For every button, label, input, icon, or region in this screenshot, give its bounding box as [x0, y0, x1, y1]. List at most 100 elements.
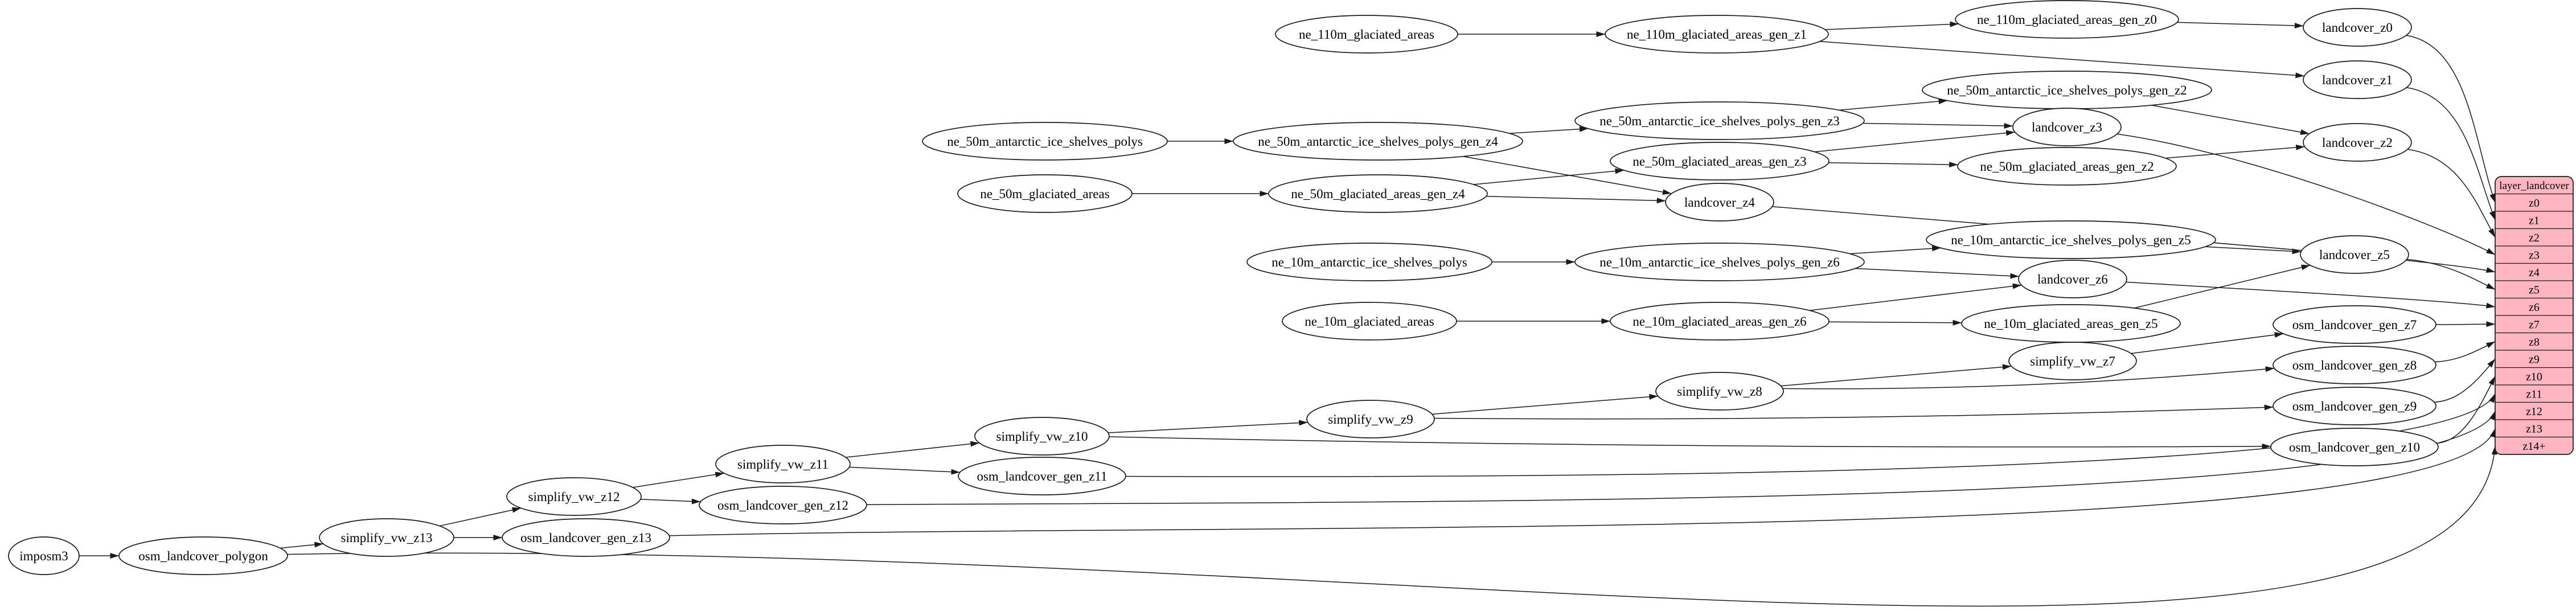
node-label-simplify-vw-z13: simplify_vw_z13 — [341, 531, 433, 545]
edge-simplify-vw-z8-to-osm-landcover-gen-z8 — [1782, 366, 2275, 389]
node-shape-ne-10m-glaciated-areas — [1282, 302, 1457, 341]
node-simplify-vw-z11: simplify_vw_z11 — [715, 445, 851, 483]
node-label-osm-landcover-polygon: osm_landcover_polygon — [138, 549, 268, 563]
edge-simplify-vw-z7-to-osm-landcover-gen-z7 — [2131, 332, 2284, 354]
node-shape-landcover-z4 — [1665, 183, 1774, 222]
edge-ne-50m-glaciated-areas-gen-z4-to-ne-50m-glaciated-areas-gen-z3 — [1473, 168, 1625, 185]
node-ne-110m-glaciated-areas-gen-z1: ne_110m_glaciated_areas_gen_z1 — [1605, 15, 1829, 54]
node-label-ne-50m-antarctic-ice-shelves-polys-gen-z4: ne_50m_antarctic_ice_shelves_polys_gen_z… — [1258, 134, 1498, 149]
node-shape-ne-50m-antarctic-ice-shelves-polys-gen-z3 — [1574, 101, 1865, 140]
node-shape-ne-50m-glaciated-areas-gen-z4 — [1268, 174, 1488, 213]
node-imposm3: imposm3 — [8, 536, 80, 575]
node-label-simplify-vw-z10: simplify_vw_z10 — [996, 429, 1088, 444]
table-row-z5: z5 — [2529, 284, 2540, 296]
node-shape-ne-110m-glaciated-areas-gen-z1 — [1605, 15, 1829, 54]
node-shape-landcover-z2 — [2303, 123, 2412, 162]
edge-osm-landcover-gen-z7-to-z7 — [2435, 321, 2496, 327]
node-shape-landcover-z1 — [2303, 60, 2412, 99]
node-osm-landcover-gen-z11: osm_landcover_gen_z11 — [958, 457, 1126, 495]
node-landcover-z1: landcover_z1 — [2303, 60, 2412, 99]
node-shape-simplify-vw-z12 — [506, 477, 642, 516]
edge-osm-landcover-gen-z8-to-z8 — [2435, 341, 2496, 363]
node-shape-ne-10m-glaciated-areas-gen-z5 — [1961, 304, 2181, 343]
node-landcover-z5: landcover_z5 — [2300, 235, 2409, 274]
node-label-osm-landcover-gen-z11: osm_landcover_gen_z11 — [977, 469, 1107, 483]
node-ne-110m-glaciated-areas: ne_110m_glaciated_areas — [1275, 15, 1458, 54]
table-row-z14: z14+ — [2522, 440, 2545, 453]
node-ne-50m-antarctic-ice-shelves-polys-gen-z2: ne_50m_antarctic_ice_shelves_polys_gen_z… — [1922, 71, 2212, 109]
node-label-ne-50m-antarctic-ice-shelves-polys-gen-z2: ne_50m_antarctic_ice_shelves_polys_gen_z… — [1947, 83, 2187, 97]
node-label-ne-50m-glaciated-areas-gen-z3: ne_50m_glaciated_areas_gen_z3 — [1632, 154, 1806, 169]
node-landcover-z4: landcover_z4 — [1665, 183, 1774, 222]
edge-ne-10m-glaciated-areas-gen-z5-to-landcover-z5 — [2134, 264, 2311, 309]
edge-ne-10m-antarctic-ice-shelves-polys-gen-z6-to-landcover-z6 — [1855, 268, 2019, 279]
node-shape-osm-landcover-polygon — [118, 536, 288, 575]
node-label-osm-landcover-gen-z13: osm_landcover_gen_z13 — [520, 531, 651, 545]
node-label-ne-110m-glaciated-areas-gen-z0: ne_110m_glaciated_areas_gen_z0 — [1977, 13, 2157, 27]
node-osm-landcover-gen-z10: osm_landcover_gen_z10 — [2270, 428, 2439, 466]
node-osm-landcover-polygon: osm_landcover_polygon — [118, 536, 288, 575]
edge-ne-50m-glaciated-areas-gen-z3-to-landcover-z3 — [1814, 130, 2015, 153]
table-row-z10: z10 — [2526, 371, 2542, 383]
edge-simplify-vw-z8-to-simplify-vw-z7 — [1781, 364, 2012, 387]
layer-landcover-table: layer_landcoverz0z1z2z3z4z5z6z7z8z9z10z1… — [2495, 176, 2574, 455]
node-shape-ne-110m-glaciated-areas — [1275, 15, 1458, 54]
edge-landcover-z3-to-z3 — [2116, 133, 2496, 255]
node-landcover-z3: landcover_z3 — [2012, 108, 2122, 146]
node-shape-simplify-vw-z8 — [1655, 372, 1784, 411]
table-row-z4: z4 — [2529, 266, 2540, 279]
edge-simplify-vw-z11-to-osm-landcover-gen-z11 — [849, 466, 961, 475]
node-osm-landcover-gen-z7: osm_landcover_gen_z7 — [2273, 305, 2436, 344]
table-row-z1: z1 — [2529, 214, 2540, 227]
edges-layer — [79, 21, 2497, 607]
edge-simplify-vw-z11-to-simplify-vw-z10 — [846, 441, 979, 458]
node-ne-50m-antarctic-ice-shelves-polys-gen-z4: ne_50m_antarctic_ice_shelves_polys_gen_z… — [1233, 122, 1523, 161]
edge-ne-50m-glaciated-areas-gen-z4-to-landcover-z4 — [1486, 196, 1666, 204]
edge-landcover-z6-to-z6 — [2126, 281, 2496, 309]
node-shape-osm-landcover-gen-z11 — [958, 457, 1126, 495]
table-row-z8: z8 — [2529, 336, 2540, 348]
node-ne-50m-antarctic-ice-shelves-polys: ne_50m_antarctic_ice_shelves_polys — [922, 122, 1168, 161]
edge-ne-50m-glaciated-areas-gen-z2-to-landcover-z2 — [2165, 144, 2305, 159]
node-label-landcover-z1: landcover_z1 — [2322, 73, 2393, 87]
node-shape-ne-10m-antarctic-ice-shelves-polys — [1246, 243, 1492, 281]
edge-ne-50m-antarctic-ice-shelves-polys-gen-z4-to-ne-50m-antarctic-ice-shelves-polys-gen-z3 — [1509, 126, 1589, 134]
table-row-z7: z7 — [2529, 318, 2540, 331]
node-shape-osm-landcover-gen-z9 — [2273, 387, 2436, 425]
table-title: layer_landcover — [2499, 180, 2569, 192]
node-label-ne-50m-antarctic-ice-shelves-polys-gen-z3: ne_50m_antarctic_ice_shelves_polys_gen_z… — [1599, 114, 1840, 128]
node-shape-landcover-z0 — [2303, 8, 2412, 47]
node-ne-110m-glaciated-areas-gen-z0: ne_110m_glaciated_areas_gen_z0 — [1955, 0, 2179, 39]
edge-ne-50m-antarctic-ice-shelves-polys-gen-z3-to-landcover-z3 — [1863, 122, 2013, 129]
edge-ne-50m-glaciated-areas-gen-z3-to-ne-50m-glaciated-areas-gen-z2 — [1828, 161, 1958, 167]
table-row-z11: z11 — [2526, 388, 2542, 400]
table-row-z13: z13 — [2526, 423, 2542, 435]
node-shape-ne-110m-glaciated-areas-gen-z0 — [1955, 0, 2179, 39]
node-ne-10m-antarctic-ice-shelves-polys: ne_10m_antarctic_ice_shelves_polys — [1246, 243, 1492, 281]
node-label-simplify-vw-z12: simplify_vw_z12 — [528, 490, 620, 504]
edge-ne-10m-antarctic-ice-shelves-polys-gen-z6-to-ne-10m-antarctic-ice-shelves-polys-gen-z5 — [1849, 245, 1941, 255]
node-simplify-vw-z9: simplify_vw_z9 — [1306, 400, 1435, 438]
node-label-ne-10m-glaciated-areas-gen-z5: ne_10m_glaciated_areas_gen_z5 — [1984, 317, 2157, 331]
node-label-landcover-z5: landcover_z5 — [2319, 248, 2390, 262]
node-label-ne-50m-glaciated-areas-gen-z4: ne_50m_glaciated_areas_gen_z4 — [1291, 187, 1465, 201]
edge-simplify-vw-z13-to-simplify-vw-z12 — [439, 507, 522, 527]
node-shape-simplify-vw-z13 — [319, 518, 454, 557]
edge-osm-landcover-gen-z10-to-z10 — [2436, 376, 2496, 444]
edge-landcover-z5-to-z5 — [2406, 259, 2496, 290]
node-label-landcover-z4: landcover_z4 — [1684, 195, 1755, 210]
node-shape-ne-50m-antarctic-ice-shelves-polys — [922, 122, 1168, 161]
edge-osm-landcover-polygon-to-z14 — [287, 445, 2497, 607]
node-label-simplify-vw-z8: simplify_vw_z8 — [1677, 384, 1762, 399]
node-shape-ne-50m-glaciated-areas-gen-z3 — [1610, 142, 1830, 181]
node-label-landcover-z0: landcover_z0 — [2322, 20, 2393, 35]
node-landcover-z6: landcover_z6 — [2018, 260, 2127, 298]
table-row-z9: z9 — [2529, 353, 2540, 366]
node-shape-osm-landcover-gen-z10 — [2270, 428, 2439, 466]
node-ne-10m-glaciated-areas-gen-z6: ne_10m_glaciated_areas_gen_z6 — [1610, 302, 1830, 341]
edge-simplify-vw-z12-to-osm-landcover-gen-z12 — [640, 498, 701, 505]
node-simplify-vw-z13: simplify_vw_z13 — [319, 518, 454, 557]
node-label-landcover-z3: landcover_z3 — [2032, 120, 2102, 134]
node-simplify-vw-z8: simplify_vw_z8 — [1655, 372, 1784, 411]
node-label-simplify-vw-z11: simplify_vw_z11 — [737, 457, 828, 471]
